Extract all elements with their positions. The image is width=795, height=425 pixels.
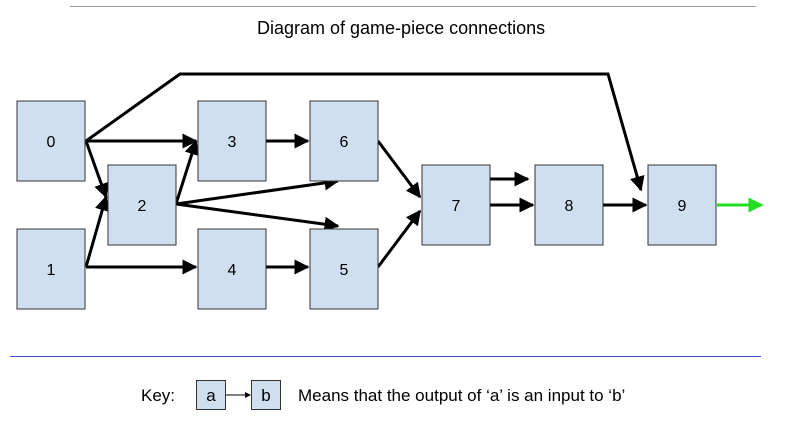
node-8: 8 [534,164,604,246]
edge-5-to-7 [376,209,422,268]
node-2: 2 [107,164,177,246]
node-box-1 [16,228,86,310]
edge-0-to-2 [84,140,109,199]
node-label-9: 9 [678,198,687,215]
node-box-2 [107,164,177,246]
edge-0-to-9 [85,72,645,192]
node-box-0 [16,100,86,182]
node-label-0: 0 [47,134,56,151]
nodes-layer: 0 1 2 3 4 5 6 7 8 9 [16,100,717,310]
node-label-7: 7 [452,198,461,215]
edge-2-to-6 [175,175,340,206]
node-box-3 [197,100,267,182]
connection-diagram: 0 1 2 3 4 5 6 7 8 9 [16,72,764,310]
node-1: 1 [16,228,86,310]
node-label-5: 5 [340,262,349,279]
node-7: 7 [421,164,491,246]
node-box-7 [421,164,491,246]
node-6: 6 [309,100,379,182]
node-4: 4 [197,228,267,310]
diagram-title: Diagram of game-piece connections [257,18,546,38]
node-box-8 [534,164,604,246]
edge-1-to-2 [84,195,110,268]
key-divider [10,356,761,357]
node-label-3: 3 [228,134,237,151]
node-box-6 [309,100,379,182]
edge-2-to-5 [175,202,340,232]
key-description: Means that the output of ‘a’ is an input… [298,386,626,405]
key-arrow-icon [226,392,251,398]
edge-6-to-7 [376,140,422,199]
edge-2-to-3 [174,139,200,205]
node-label-4: 4 [228,262,237,279]
key-node-b: b [251,380,281,410]
node-9: 9 [647,164,717,246]
key-node-a: a [196,380,226,410]
node-0: 0 [16,100,86,182]
node-label-6: 6 [340,134,349,151]
node-box-5 [309,228,379,310]
node-5: 5 [309,228,379,310]
node-label-2: 2 [138,198,147,215]
top-divider [70,6,756,7]
key-label: Key: [141,386,176,405]
node-3: 3 [197,100,267,182]
node-label-1: 1 [47,262,56,279]
node-box-4 [197,228,267,310]
node-label-8: 8 [565,198,574,215]
node-box-9 [647,164,717,246]
edges-layer [84,72,764,275]
